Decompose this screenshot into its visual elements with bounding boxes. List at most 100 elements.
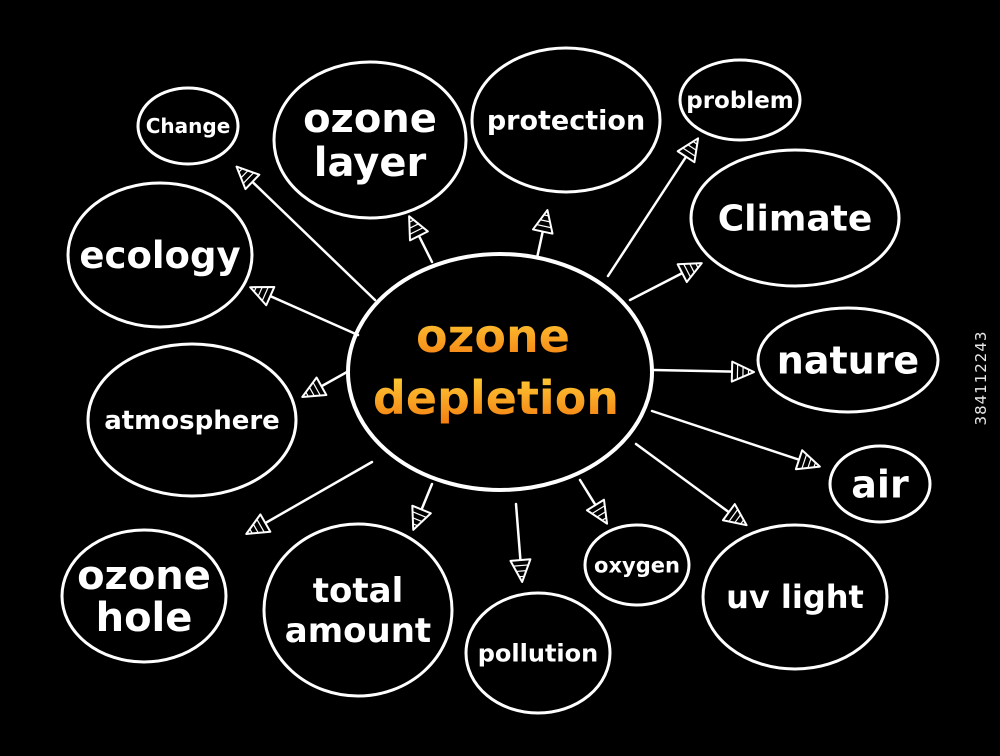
connector-line-air: [650, 409, 820, 468]
topic-label-ozone-layer-line-1: ozone: [303, 96, 437, 142]
topic-label-ecology: ecology: [79, 234, 240, 277]
arrowhead-hatch: [682, 147, 696, 157]
topic-node-ellipse: [583, 523, 691, 607]
topic-node-atmosphere: atmosphere: [86, 342, 298, 498]
arrowhead-hatch: [238, 168, 243, 173]
arrowhead-hatch: [689, 263, 695, 273]
arrowhead-hatch: [516, 570, 527, 573]
topic-node-ellipse: [66, 181, 254, 329]
arrowhead-hatch: [513, 564, 529, 567]
stock-image-id-text: 384112243: [972, 330, 990, 426]
topic-node-ellipse: [470, 46, 662, 194]
topic-node-ellipse: [828, 444, 932, 524]
topic-node-ellipse: [86, 342, 298, 498]
arrowhead-hatch: [695, 263, 699, 269]
central-topic-ellipse: [346, 252, 654, 492]
arrowhead-hatch: [683, 263, 692, 278]
arrowhead-hatch: [412, 523, 418, 527]
topic-node-uv-light: uv light: [701, 523, 889, 671]
topic-label-nature: nature: [777, 338, 919, 382]
topic-node-ellipse: [678, 58, 802, 142]
arrowhead-hatch: [813, 462, 817, 468]
arrowhead-hatch: [249, 528, 253, 534]
topic-node-ellipse: [262, 522, 454, 698]
arrowhead-hatch: [253, 286, 257, 292]
arrowhead-climate: [676, 262, 703, 284]
arrowhead-hatch: [412, 511, 427, 518]
arrowhead-hatch: [252, 523, 259, 534]
arrowhead-hatch: [261, 286, 269, 301]
topic-node-ellipse: [272, 60, 468, 220]
topic-node-ellipse: [136, 86, 240, 166]
topic-label-protection: protection: [487, 105, 645, 136]
topic-label-ozone-hole-line-1: ozone: [77, 553, 211, 599]
arrowhead-hatch: [257, 286, 263, 297]
topic-label-ozone-hole-line-2: hole: [96, 595, 193, 641]
arrowhead-hatch: [312, 382, 321, 396]
stock-image-id: 384112243: [966, 0, 996, 756]
central-topic: ozone depletion: [346, 252, 654, 492]
topic-node-climate: Climate: [689, 148, 901, 288]
topic-node-nature: nature: [756, 306, 940, 414]
arrowhead-hatch: [807, 458, 812, 469]
topic-label-atmosphere: atmosphere: [104, 406, 280, 436]
topic-node-ellipse: [60, 528, 228, 664]
arrowhead-hatch: [687, 144, 697, 151]
topic-label-total-amount-line-1: total: [313, 571, 403, 611]
connector-line-change: [236, 166, 377, 302]
connector-line-problem: [606, 138, 699, 278]
central-topic-line-1: ozone: [416, 309, 570, 363]
topic-label-change: Change: [146, 114, 231, 138]
topic-label-total-amount-line-2: amount: [285, 611, 431, 651]
central-topic-line-2: depletion: [373, 371, 619, 425]
topic-label-air: air: [851, 462, 909, 506]
arrowhead-hatch: [734, 514, 742, 524]
arrowhead-ecology: [249, 285, 276, 307]
arrowhead-hatch: [543, 214, 549, 217]
topic-label-uv-light: uv light: [726, 578, 864, 616]
topic-node-ecology: ecology: [66, 181, 254, 329]
topic-label-ozone-layer-line-2: layer: [314, 140, 427, 186]
arrowhead-atmosphere: [301, 376, 328, 398]
arrowhead-ozone-layer: [408, 215, 429, 242]
topic-label-oxygen: oxygen: [594, 553, 680, 577]
topic-node-oxygen: oxygen: [583, 523, 691, 607]
arrowhead-total-amount: [411, 504, 432, 531]
arrowhead-hatch: [412, 517, 423, 523]
topic-label-problem: problem: [686, 88, 794, 114]
arrowhead-ozone-hole: [245, 513, 272, 535]
connector-line-uv-light: [634, 442, 747, 526]
arrowhead-hatch: [692, 141, 698, 145]
connector-arrows: [235, 137, 821, 583]
connector-line-ozone-hole: [246, 460, 374, 535]
arrowhead-hatch: [242, 172, 255, 184]
arrowhead-hatch: [740, 519, 745, 525]
topic-node-ellipse: [464, 591, 612, 715]
arrowhead-hatch: [591, 505, 606, 515]
topic-node-protection: protection: [470, 46, 662, 194]
arrowhead-hatch: [409, 219, 415, 223]
arrowhead-hatch: [596, 511, 606, 518]
topic-node-ellipse: [756, 306, 940, 414]
topic-node-ellipse: [689, 148, 901, 288]
arrowhead-hatch: [308, 386, 315, 397]
arrowhead-hatch: [728, 509, 739, 522]
arrowhead-hatch: [801, 454, 808, 469]
arrowhead-hatch: [409, 227, 424, 235]
topic-label-pollution: pollution: [478, 639, 598, 667]
arrowhead-hatch: [240, 170, 249, 179]
arrowhead-problem: [676, 137, 700, 164]
topic-label-climate: Climate: [718, 199, 873, 240]
arrowhead-oxygen: [585, 498, 609, 525]
topic-node-problem: problem: [678, 58, 802, 142]
arrowhead-hatch: [540, 219, 551, 223]
topic-node-air: air: [828, 444, 932, 524]
arrowhead-hatch: [409, 223, 419, 229]
topic-node-pollution: pollution: [464, 591, 612, 715]
